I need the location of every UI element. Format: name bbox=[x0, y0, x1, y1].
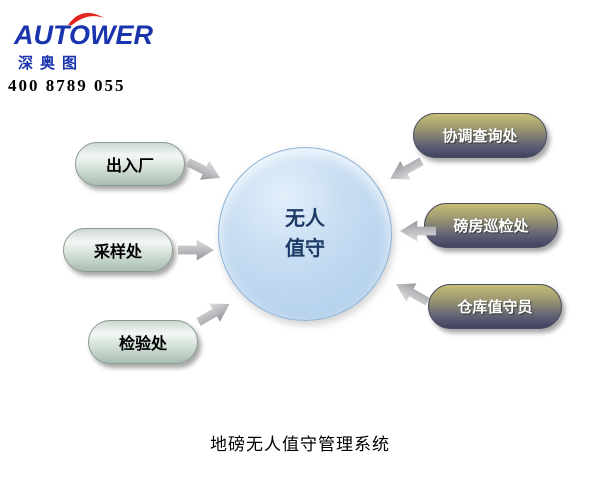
node-sampling-label: 采样处 bbox=[93, 244, 142, 261]
node-weighbridge-patrol: 磅房巡检处 bbox=[424, 203, 558, 248]
node-coordination-query: 协调查询处 bbox=[413, 113, 547, 158]
node-weighbridge-patrol-label: 磅房巡检处 bbox=[453, 218, 529, 235]
node-entry-exit-label: 出入厂 bbox=[105, 158, 154, 175]
logo-chinese-name: 深奥图 bbox=[18, 55, 85, 72]
phone-number: 400 8789 055 bbox=[8, 76, 126, 95]
node-sampling: 采样处 bbox=[63, 228, 173, 272]
center-node-label-line1: 无人 bbox=[285, 208, 325, 230]
autower-logo: AUTOWER 深奥图 bbox=[14, 10, 184, 72]
node-inspection: 检验处 bbox=[88, 320, 198, 364]
center-node-label-line2: 值守 bbox=[285, 238, 325, 260]
node-warehouse-attendant-label: 仓库值守员 bbox=[457, 299, 533, 316]
logo-wordmark: AUTOWER bbox=[14, 20, 153, 50]
page-title: 地磅无人值守管理系统 bbox=[210, 435, 390, 454]
arrow-inspection-icon bbox=[192, 294, 235, 333]
arrow-coordination-query-icon bbox=[384, 151, 427, 189]
node-warehouse-attendant: 仓库值守员 bbox=[428, 284, 562, 329]
node-entry-exit: 出入厂 bbox=[75, 142, 185, 186]
logo-swoosh-icon bbox=[66, 10, 106, 26]
node-coordination-query-label: 协调查询处 bbox=[442, 128, 518, 145]
arrow-entry-exit-icon bbox=[183, 151, 226, 188]
node-inspection-label: 检验处 bbox=[118, 336, 167, 353]
arrow-sampling-icon bbox=[178, 239, 214, 261]
center-node: 无人 值守 bbox=[218, 147, 392, 321]
